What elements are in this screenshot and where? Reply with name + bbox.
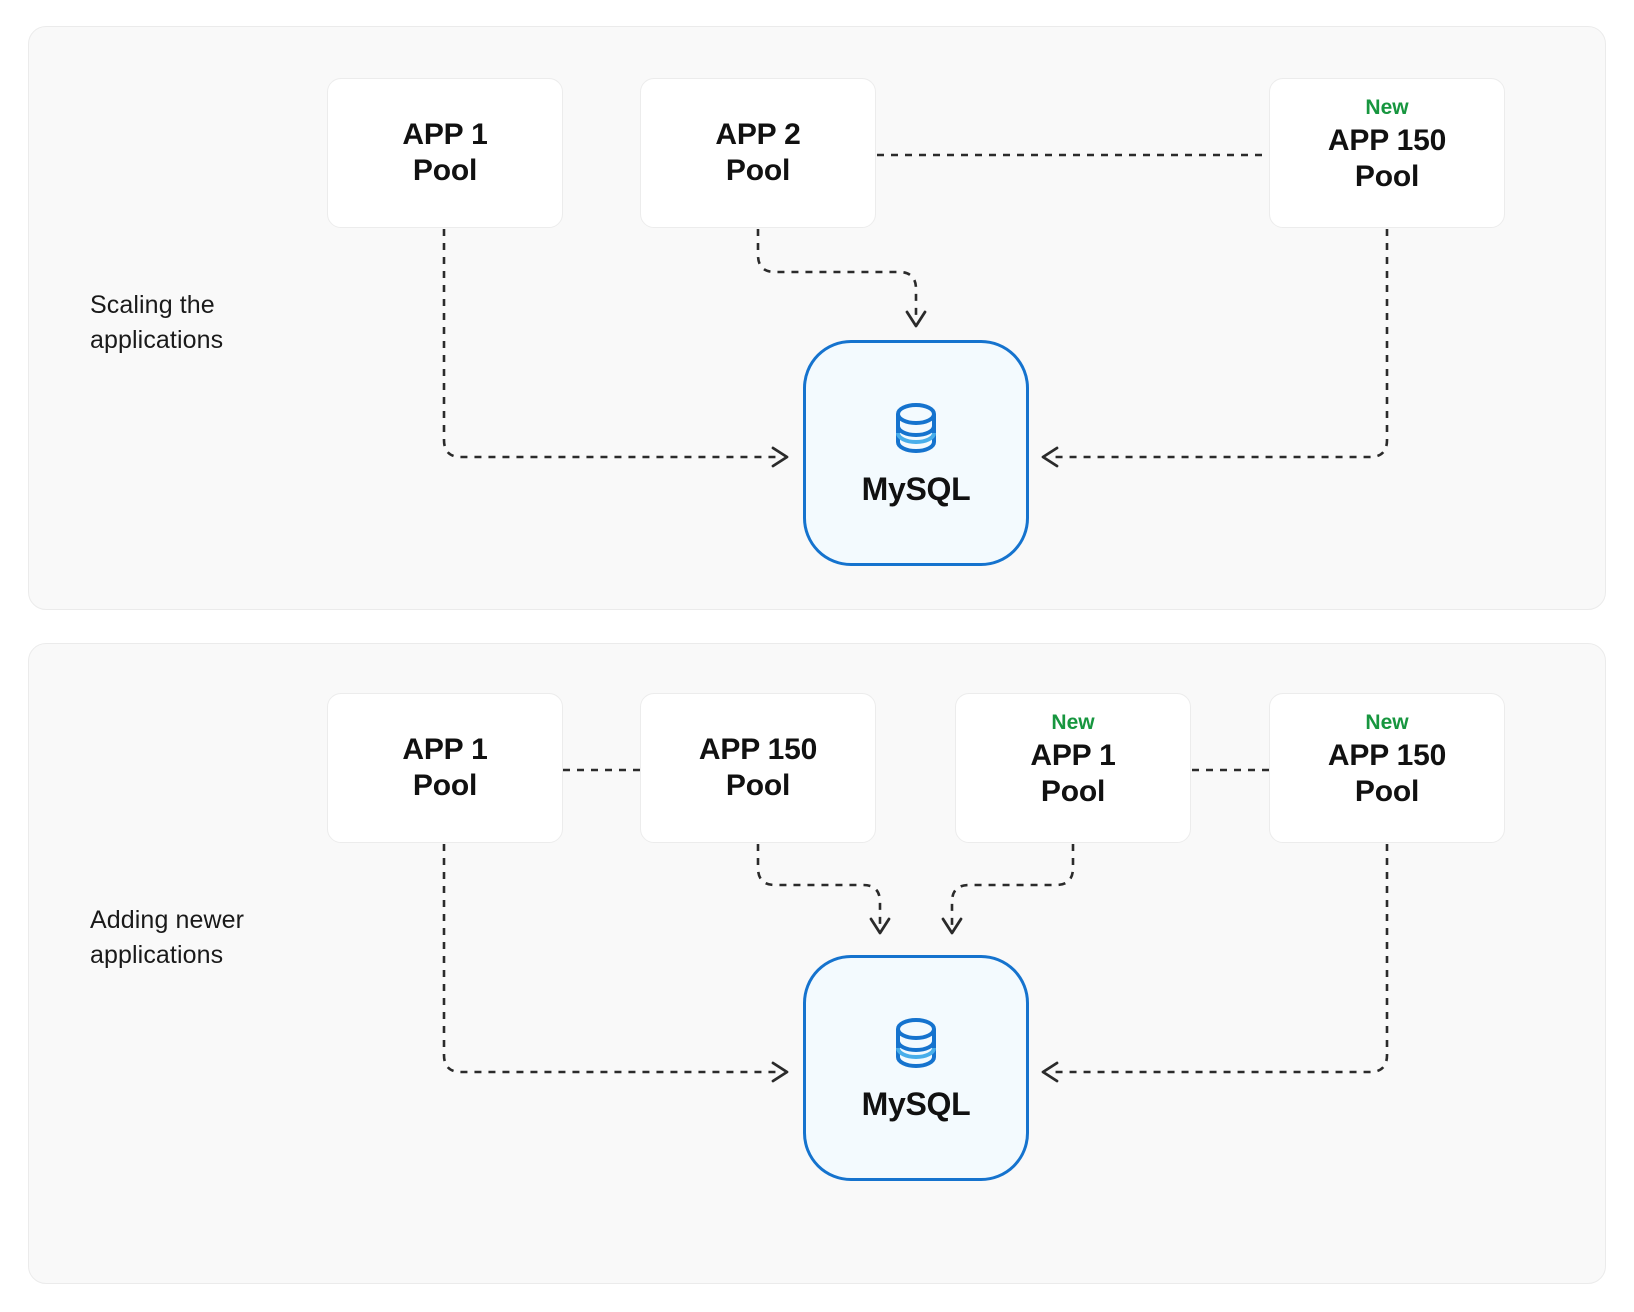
- app-card-bot-new-app150[interactable]: New APP 150 Pool: [1269, 693, 1505, 843]
- app-card-subtitle: Pool: [725, 769, 791, 802]
- new-badge: New: [1051, 711, 1095, 734]
- app-card-top-app2[interactable]: APP 2 Pool: [640, 78, 876, 228]
- app-card-subtitle: Pool: [1354, 160, 1420, 193]
- database-label: MySQL: [861, 1085, 971, 1122]
- app-card-bot-app150[interactable]: APP 150 Pool: [640, 693, 876, 843]
- database-label: MySQL: [861, 470, 971, 507]
- app-card-title: APP 1: [402, 733, 488, 766]
- app-card-subtitle: Pool: [1040, 775, 1106, 808]
- app-card-title: APP 150: [1327, 124, 1447, 157]
- app-card-bot-new-app1[interactable]: New APP 1 Pool: [955, 693, 1191, 843]
- app-card-title: APP 1: [402, 118, 488, 151]
- app-card-top-app1[interactable]: APP 1 Pool: [327, 78, 563, 228]
- app-card-bot-app1[interactable]: APP 1 Pool: [327, 693, 563, 843]
- new-badge: New: [1365, 711, 1409, 734]
- new-badge: New: [1365, 96, 1409, 119]
- section-caption-adding: Adding newer applications: [90, 906, 245, 969]
- app-card-subtitle: Pool: [1354, 775, 1420, 808]
- app-card-subtitle: Pool: [412, 154, 478, 187]
- app-card-title: APP 150: [1327, 739, 1447, 772]
- app-card-top-app150[interactable]: New APP 150 Pool: [1269, 78, 1505, 228]
- app-card-title: APP 1: [1030, 739, 1116, 772]
- database-node-mysql-top[interactable]: MySQL: [803, 340, 1029, 566]
- app-card-subtitle: Pool: [725, 154, 791, 187]
- database-cylinder-icon: [890, 1015, 942, 1076]
- app-card-subtitle: Pool: [412, 769, 478, 802]
- app-card-title: APP 150: [698, 733, 818, 766]
- database-node-mysql-bottom[interactable]: MySQL: [803, 955, 1029, 1181]
- database-cylinder-icon: [890, 400, 942, 461]
- section-caption-scaling: Scaling the applications: [90, 291, 224, 354]
- app-card-title: APP 2: [715, 118, 801, 151]
